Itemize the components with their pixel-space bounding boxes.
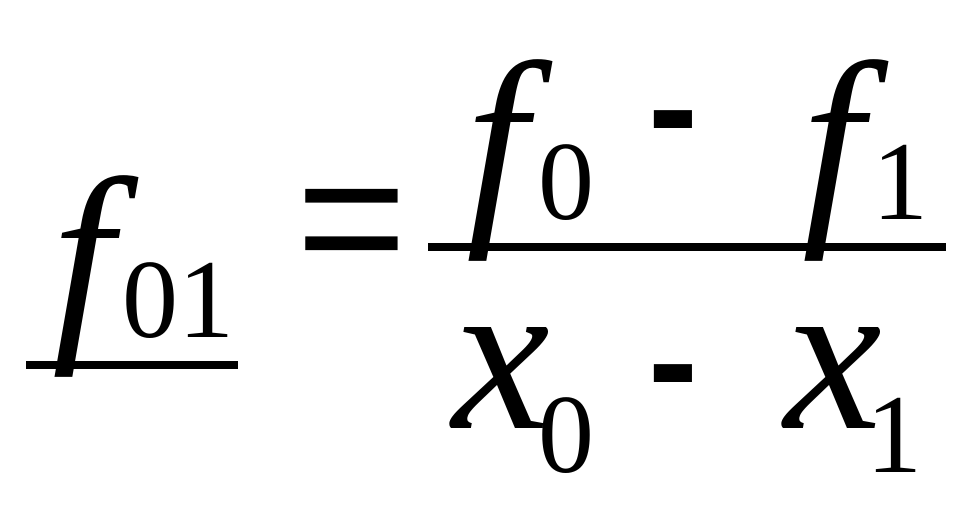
lhs-underline (26, 361, 238, 369)
denominator-first-subscript: 0 (538, 373, 594, 497)
lhs-term: f 01 (26, 134, 238, 378)
denominator: x 0 - x 1 (449, 232, 922, 497)
denominator-second-variable: x (781, 232, 882, 476)
denominator-second-subscript: 1 (866, 373, 922, 497)
denominator-first-variable: x (449, 232, 550, 476)
lhs-subscript: 01 (122, 238, 234, 362)
numerator-second-subscript: 1 (872, 120, 928, 244)
denominator-minus-operator: - (648, 276, 698, 444)
equals-sign: = (296, 111, 407, 323)
numerator: f 0 - f 1 (466, 18, 928, 262)
numerator-first-subscript: 0 (538, 120, 594, 244)
fraction-bar (428, 243, 946, 251)
numerator-minus-operator: - (648, 22, 698, 190)
